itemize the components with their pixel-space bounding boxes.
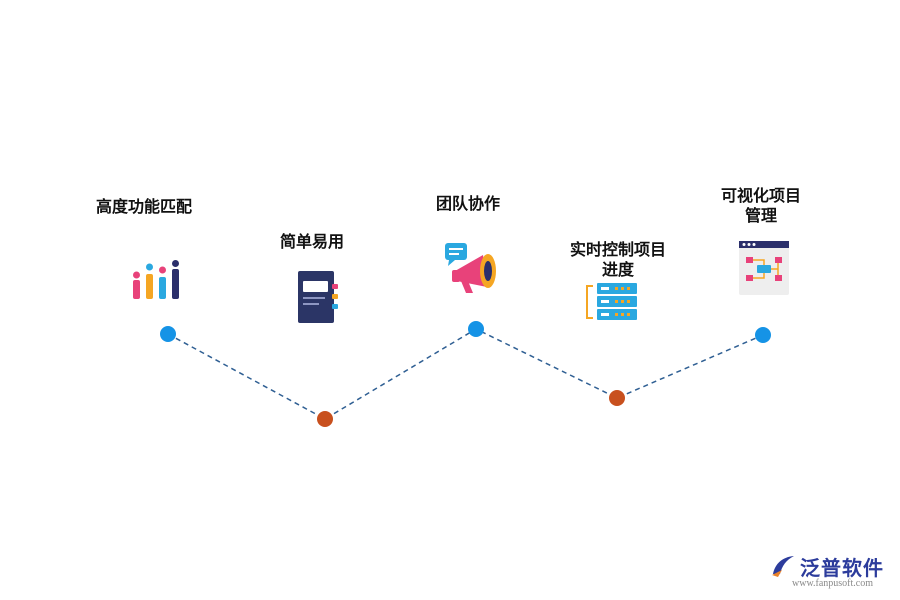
notebook-icon (298, 271, 338, 323)
step-4-label: 实时控制项目 进度 (569, 240, 666, 279)
megaphone-icon (445, 243, 496, 293)
node-2 (317, 411, 333, 427)
server-progress-icon (586, 283, 637, 320)
logo-mark-icon (772, 556, 794, 577)
step-3-label: 团队协作 (435, 194, 500, 213)
node-3 (468, 321, 484, 337)
step-5-label: 可视化项目 管理 (720, 186, 801, 225)
flowchart-board-icon (739, 241, 789, 295)
step-1-label: 高度功能匹配 (95, 197, 192, 216)
fanpu-logo: 泛普软件 www.fanpusoft.com (770, 552, 895, 592)
dashed-connector-line (167, 328, 764, 420)
logo-url-text: www.fanpusoft.com (792, 578, 874, 589)
bar-chart-icon (133, 260, 179, 299)
logo-brand-text: 泛普软件 (800, 556, 884, 580)
node-4 (609, 390, 625, 406)
node-1 (160, 326, 176, 342)
node-5 (755, 327, 771, 343)
step-2-label: 简单易用 (279, 232, 344, 251)
